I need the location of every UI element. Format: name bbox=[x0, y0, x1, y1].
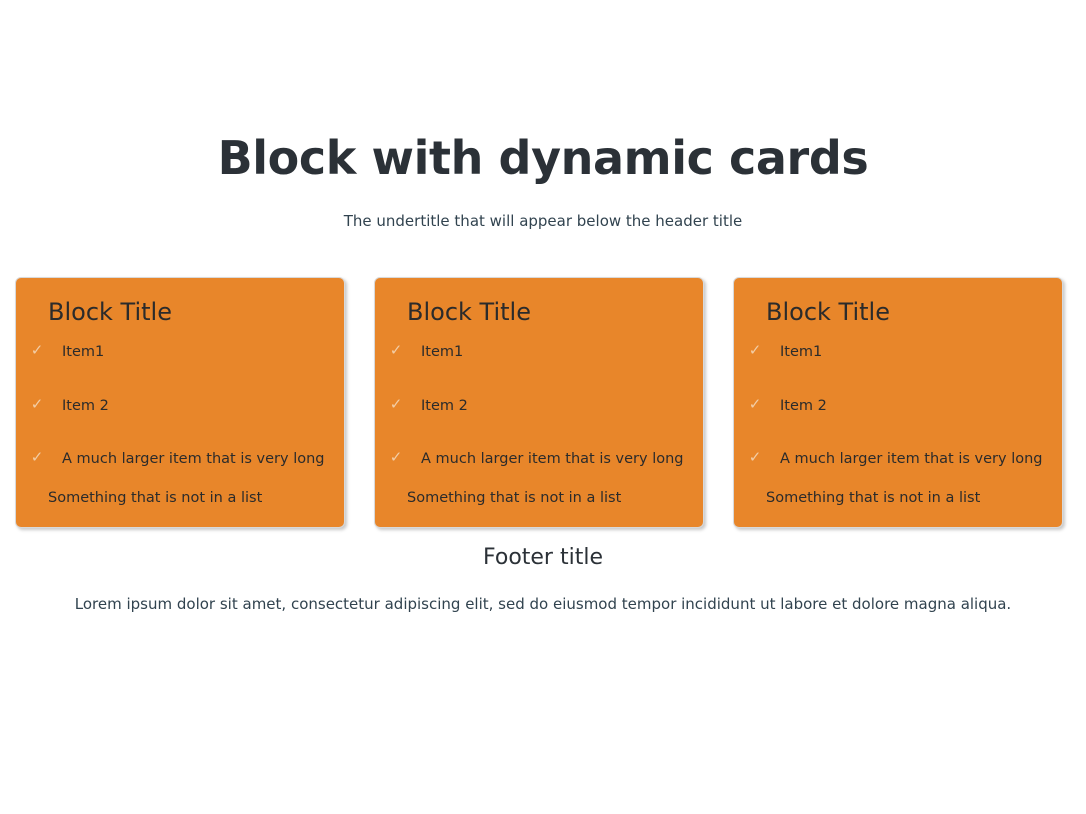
card-1[interactable]: Block Title ✓ Item1 ✓ Item 2 ✓ A much la… bbox=[15, 277, 345, 528]
list-item[interactable]: ✓ Item 2 bbox=[389, 394, 689, 451]
list-item[interactable]: ✓ Item1 bbox=[389, 341, 689, 397]
list-item-label: Item1 bbox=[780, 344, 823, 361]
card-note: Something that is not in a list bbox=[48, 489, 263, 506]
list-item-label: A much larger item that is very long bbox=[780, 451, 1043, 468]
footer-title: Footer title bbox=[482, 545, 603, 570]
list-item-label: Item 2 bbox=[780, 397, 827, 414]
list-item[interactable]: ✓ A much larger item that is very long bbox=[389, 448, 689, 468]
list-item[interactable]: ✓ A much larger item that is very long bbox=[30, 448, 330, 468]
check-icon: ✓ bbox=[389, 394, 403, 413]
footer-text: Lorem ipsum dolor sit amet, consectetur … bbox=[74, 594, 1012, 613]
list-item[interactable]: ✓ Item 2 bbox=[30, 394, 330, 451]
list-item-label: Item 2 bbox=[421, 397, 468, 414]
card-note: Something that is not in a list bbox=[407, 489, 622, 506]
list-item[interactable]: ✓ Item1 bbox=[748, 341, 1048, 397]
list-item[interactable]: ✓ A much larger item that is very long bbox=[748, 448, 1048, 468]
list-item[interactable]: ✓ Item1 bbox=[30, 341, 330, 397]
check-icon: ✓ bbox=[30, 394, 44, 413]
card-list: ✓ Item1 ✓ Item 2 ✓ A much larger item th… bbox=[389, 328, 689, 468]
page-title: Block with dynamic cards bbox=[217, 131, 869, 185]
check-icon: ✓ bbox=[748, 394, 762, 413]
card-2[interactable]: Block Title ✓ Item1 ✓ Item 2 ✓ A much la… bbox=[374, 277, 704, 528]
card-list: ✓ Item1 ✓ Item 2 ✓ A much larger item th… bbox=[748, 328, 1048, 468]
check-icon: ✓ bbox=[748, 448, 762, 467]
list-item-label: A much larger item that is very long bbox=[421, 451, 684, 468]
list-item-label: Item 2 bbox=[62, 397, 109, 414]
page-footer: Footer title Lorem ipsum dolor sit amet,… bbox=[0, 543, 1086, 614]
list-item-label: Item1 bbox=[421, 344, 464, 361]
page-subtitle: The undertitle that will appear below th… bbox=[343, 212, 743, 231]
check-icon: ✓ bbox=[30, 448, 44, 467]
check-icon: ✓ bbox=[748, 341, 762, 360]
cards-row: Block Title ✓ Item1 ✓ Item 2 ✓ A much la… bbox=[15, 277, 1063, 528]
card-list: ✓ Item1 ✓ Item 2 ✓ A much larger item th… bbox=[30, 328, 330, 468]
check-icon: ✓ bbox=[30, 341, 44, 360]
list-item[interactable]: ✓ Item 2 bbox=[748, 394, 1048, 451]
card-3[interactable]: Block Title ✓ Item1 ✓ Item 2 ✓ A much la… bbox=[733, 277, 1063, 528]
card-note: Something that is not in a list bbox=[766, 489, 981, 506]
check-icon: ✓ bbox=[389, 448, 403, 467]
list-item-label: A much larger item that is very long bbox=[62, 451, 325, 468]
card-title: Block Title bbox=[766, 298, 890, 326]
card-title: Block Title bbox=[48, 298, 172, 326]
list-item-label: Item1 bbox=[62, 344, 105, 361]
card-title: Block Title bbox=[407, 298, 531, 326]
page-header: Block with dynamic cards The undertitle … bbox=[0, 0, 1086, 232]
check-icon: ✓ bbox=[389, 341, 403, 360]
